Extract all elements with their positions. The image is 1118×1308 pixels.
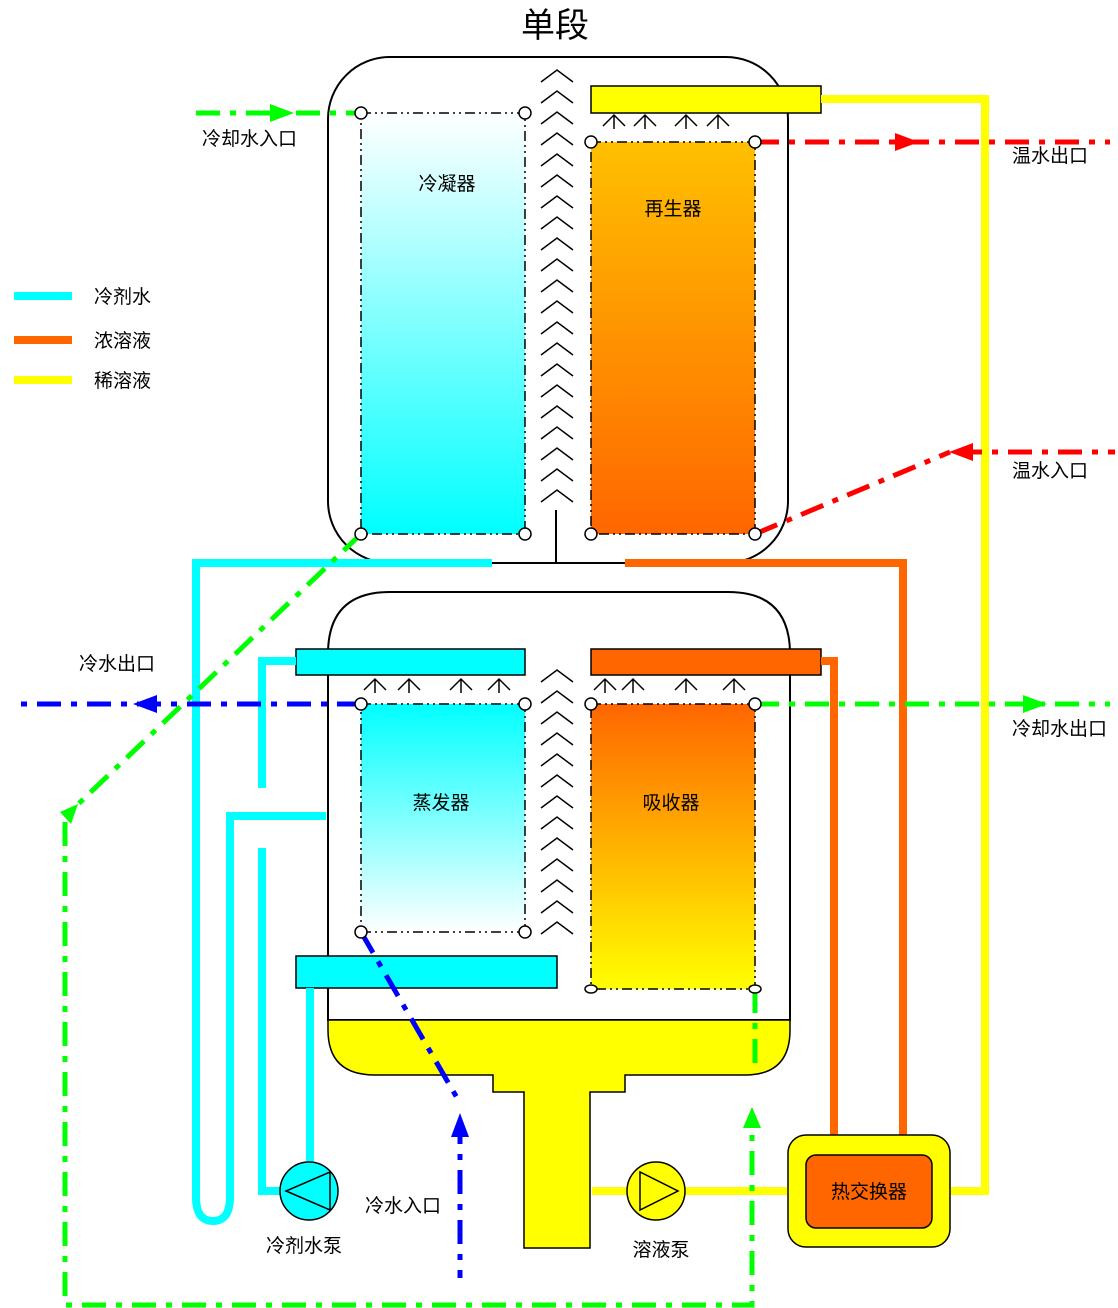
weak-solution-piping xyxy=(592,95,989,1195)
heat-exchanger-label: 热交换器 xyxy=(831,1181,907,1203)
evaporator xyxy=(360,703,526,933)
refrigerant-pump xyxy=(279,1161,339,1221)
chilled-water-arrows xyxy=(133,695,469,1137)
refrigerant-tray xyxy=(295,955,558,989)
condenser xyxy=(360,112,526,535)
evaporator-spray-nozzles xyxy=(363,677,511,693)
hot-water-arrows xyxy=(895,133,973,461)
cooling-water-lines xyxy=(62,110,1110,1308)
evaporator-label: 蒸发器 xyxy=(412,792,469,814)
generator-spray-nozzles xyxy=(602,113,730,129)
legend-label-weak-solution: 稀溶液 xyxy=(94,370,151,392)
weak-solution-pool xyxy=(327,1019,791,1249)
generator-label: 再生器 xyxy=(644,198,701,220)
pump-arrow-icon xyxy=(639,1170,680,1212)
tube-connection-nodes xyxy=(354,106,762,994)
legend: 冷剂水 浓溶液 稀溶液 xyxy=(14,286,151,392)
cooling-water-outlet-label: 冷却水出口 xyxy=(1012,718,1107,740)
absorber-spray-header xyxy=(590,648,822,676)
absorber xyxy=(590,703,756,990)
refrigerant-pump-label: 冷剂水泵 xyxy=(266,1235,342,1257)
condenser-label: 冷凝器 xyxy=(418,173,475,195)
absorber-label: 吸收器 xyxy=(642,792,699,814)
solution-pump-label: 溶液泵 xyxy=(632,1239,689,1261)
generator-spray-header xyxy=(590,85,822,114)
heat-exchanger-inner xyxy=(805,1154,933,1229)
legend-label-strong-solution: 浓溶液 xyxy=(94,330,151,352)
hot-water-inlet-label: 温水入口 xyxy=(1012,460,1088,482)
diagram-title: 单段 xyxy=(521,6,589,46)
chilled-water-outlet-label: 冷水出口 xyxy=(79,653,155,675)
strong-solution-piping xyxy=(625,559,907,1156)
absorber-spray-nozzles xyxy=(593,677,746,693)
cooling-water-inlet-label: 冷却水入口 xyxy=(202,128,297,150)
eliminator-upper xyxy=(540,69,574,503)
solution-pump xyxy=(626,1161,686,1221)
eliminator-lower xyxy=(540,669,574,935)
generator xyxy=(590,141,756,535)
pump-arrow-icon xyxy=(284,1170,331,1212)
legend-label-refrigerant-water: 冷剂水 xyxy=(94,286,151,308)
refrigerant-piping xyxy=(192,559,492,1226)
chilled-water-inlet-label: 冷水入口 xyxy=(365,1195,441,1217)
evaporator-spray-header xyxy=(295,648,526,676)
hot-water-lines xyxy=(754,139,1115,537)
cooling-water-arrows xyxy=(60,104,1047,1128)
chilled-water-lines xyxy=(18,701,463,1278)
hot-water-outlet-label: 温水出口 xyxy=(1012,145,1088,167)
